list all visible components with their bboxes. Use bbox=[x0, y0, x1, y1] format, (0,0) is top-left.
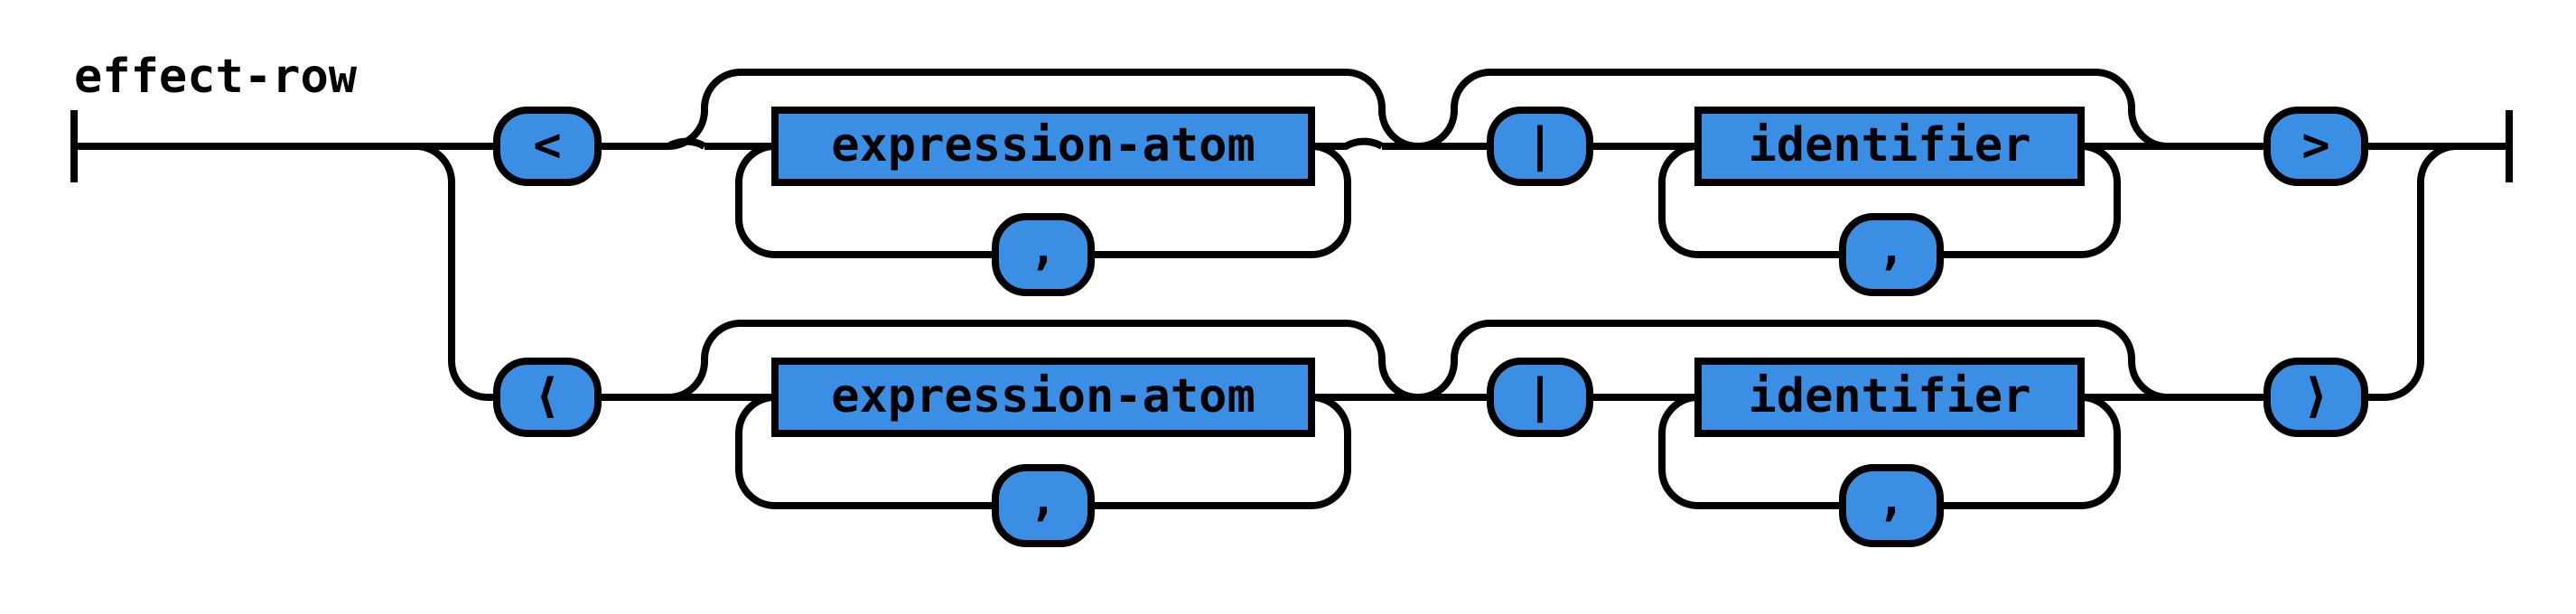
svg-text:⟩: ⟩ bbox=[2301, 369, 2329, 423]
svg-text:identifier: identifier bbox=[1748, 118, 2030, 172]
row-2-close-terminal: ⟩ bbox=[2263, 358, 2368, 437]
row-1-atom-comma-terminal: , bbox=[992, 213, 1095, 296]
rule-title: effect-row bbox=[74, 50, 358, 104]
row-2-bar-terminal: | bbox=[1487, 358, 1593, 437]
row-1-open-terminal: < bbox=[493, 107, 602, 186]
row-1-bar-terminal: | bbox=[1487, 107, 1593, 186]
svg-text:|: | bbox=[1526, 369, 1554, 423]
row-2-expression-atom: expression-atom bbox=[771, 358, 1315, 437]
svg-text:,: , bbox=[1877, 221, 1905, 275]
row-1-identifier: identifier bbox=[1694, 107, 2085, 186]
row-2-atom-comma-terminal: , bbox=[992, 464, 1095, 547]
row-2-ident-comma-terminal: , bbox=[1839, 464, 1944, 547]
svg-text:expression-atom: expression-atom bbox=[831, 369, 1255, 423]
row-1-ident-comma-terminal: , bbox=[1839, 213, 1944, 296]
svg-text:,: , bbox=[1877, 472, 1905, 526]
svg-text:identifier: identifier bbox=[1748, 369, 2030, 423]
row-1-close-terminal: > bbox=[2263, 107, 2368, 186]
svg-text:<: < bbox=[533, 118, 561, 172]
svg-text:,: , bbox=[1029, 221, 1057, 275]
row-1-expression-atom: expression-atom bbox=[771, 107, 1315, 186]
svg-text:>: > bbox=[2301, 118, 2329, 172]
row-2-identifier: identifier bbox=[1694, 358, 2085, 437]
row-2-open-terminal: ⟨ bbox=[493, 358, 602, 437]
svg-text:expression-atom: expression-atom bbox=[831, 118, 1255, 172]
row-2-lines bbox=[448, 143, 2458, 509]
svg-text:|: | bbox=[1526, 118, 1554, 172]
row-1-lines bbox=[74, 68, 2509, 258]
svg-text:,: , bbox=[1029, 472, 1057, 526]
svg-text:⟨: ⟨ bbox=[533, 369, 561, 423]
